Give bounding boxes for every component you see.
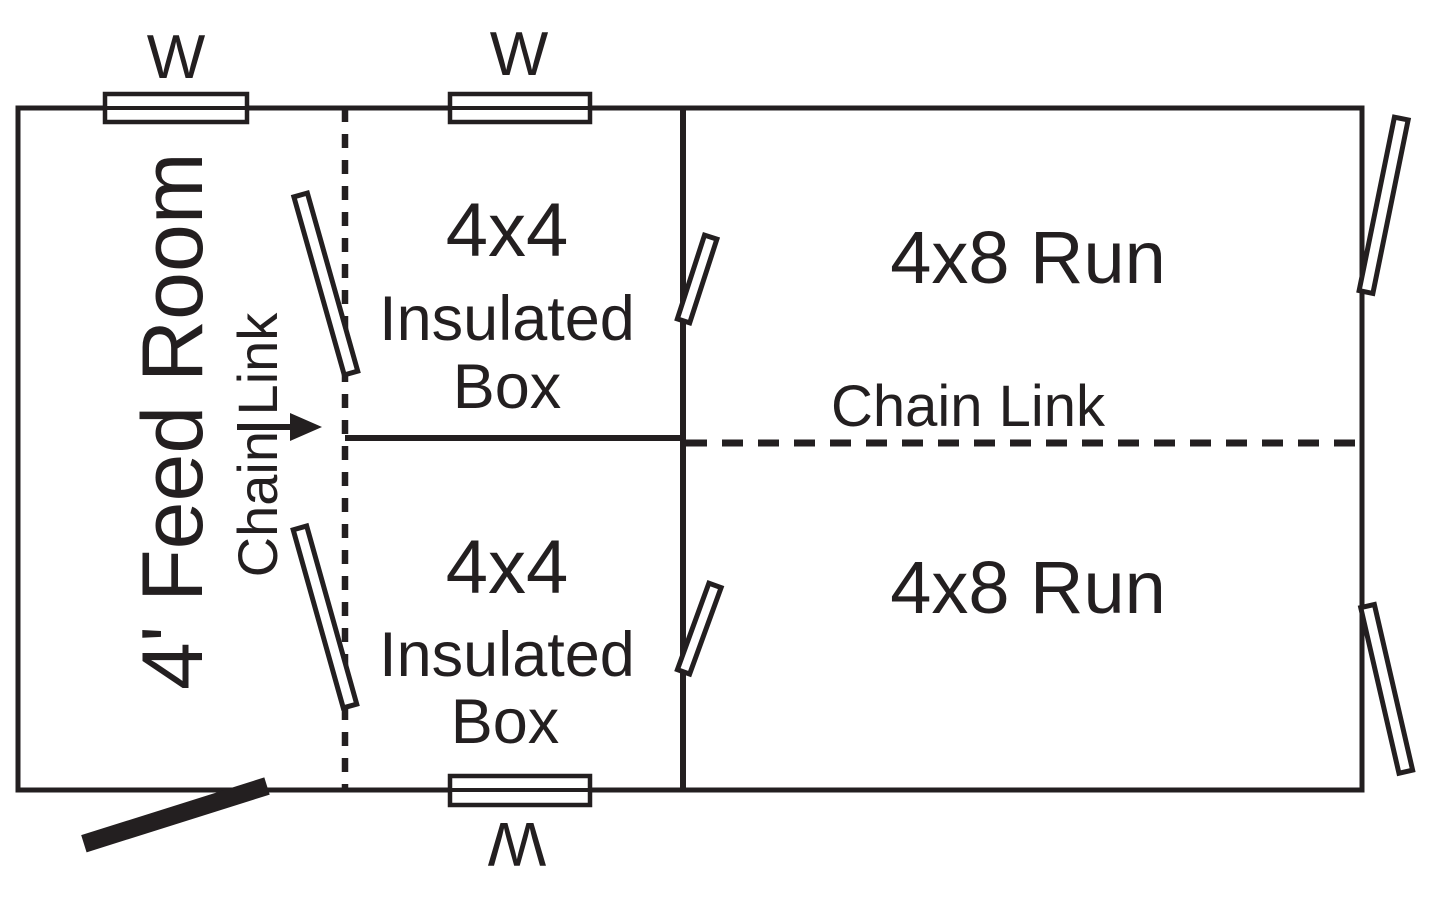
door-lower-run-exterior (1357, 601, 1416, 777)
door-lower-box-chainlink (290, 522, 360, 711)
run-bottom-label: 4x8 Run (890, 546, 1166, 629)
box-top-type-label: Box (452, 352, 562, 422)
door-upper-box-run (674, 231, 721, 327)
chain-link-vertical-label: Chain Link (226, 312, 289, 578)
box-top-size-label: 4x4 (445, 188, 569, 273)
window-label-bottom: W (487, 809, 547, 878)
window-top-left (102, 91, 250, 125)
box-bottom-material-label: Insulated (379, 620, 635, 690)
exterior-wall (15, 105, 1365, 793)
run-top-label: 4x8 Run (890, 216, 1166, 299)
window-label-top-left: W (146, 23, 206, 92)
box-bottom-size-label: 4x4 (445, 525, 569, 610)
door-lower-box-run (674, 579, 725, 678)
door-feed-room-exterior (81, 777, 270, 853)
window-bottom (447, 773, 593, 808)
chain-link-horizontal-label: Chain Link (830, 374, 1106, 439)
box-bottom-type-label: Box (450, 687, 560, 757)
feed-room-label: 4' Feed Room (125, 152, 221, 690)
box-top-material-label: Insulated (379, 284, 635, 354)
window-top-middle (447, 91, 593, 125)
window-label-top-middle: W (489, 20, 549, 89)
chain-link-arrow-icon (237, 413, 322, 441)
door-upper-run-exterior (1356, 114, 1412, 297)
door-upper-box-chainlink (290, 189, 361, 378)
